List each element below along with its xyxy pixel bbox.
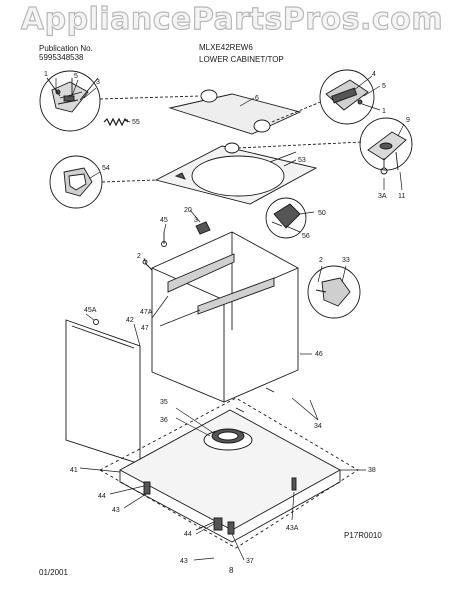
callout-45: 45 [160,217,168,224]
callout-35: 35 [160,399,168,406]
callout-5-right: 5 [382,83,386,90]
detail-circle-lid-switch [359,117,413,175]
callout-54: 54 [102,165,110,172]
callout-43A: 43A [286,525,299,532]
callout-20: 20 [184,207,192,214]
cabinet-body [151,231,299,403]
callout-46: 46 [315,351,323,358]
part-55-spring [103,117,129,127]
footer-date: 01/2001 [39,568,68,577]
leveling-feet [143,477,297,535]
callout-47A: 47A [140,309,153,316]
callout-1: 1 [44,71,48,78]
callout-43-bottom: 43 [180,558,188,565]
callout-5: 5 [74,73,78,80]
callout-50: 50 [318,210,326,217]
callout-3A: 3A [378,193,387,200]
section-title: LOWER CABINET/TOP [199,55,284,64]
part-53-cabinet-top [154,141,363,205]
callout-labels: 1 5 3 55 6 4 5 1 9 3A 11 54 53 20 3 50 5… [44,71,410,565]
callout-11: 11 [398,193,405,200]
callout-1-right: 1 [382,108,386,115]
callout-56: 56 [302,233,310,240]
callout-44-left: 44 [98,493,106,500]
model-number: MLXE42REW6 [199,43,253,52]
part-20-clip [195,221,211,235]
callout-53: 53 [298,157,306,164]
callout-33: 33 [342,257,350,264]
diagram-code: P17R0010 [344,531,382,540]
publication-label: Publication No. [39,44,93,53]
callout-4: 4 [372,71,376,78]
callout-36: 36 [160,417,168,424]
callout-2-left: 2 [137,253,141,260]
callout-3-clip: 3 [194,217,198,224]
watermark-logo: AppliancePartsPros.com [20,1,444,37]
callout-43-left: 43 [112,507,120,514]
part-38-base [99,397,359,549]
callout-38: 38 [368,467,376,474]
callout-37: 37 [246,558,254,565]
detail-circle-part-33 [307,265,361,319]
callout-2-right: 2 [319,257,323,264]
callout-41: 41 [70,467,78,474]
callout-6: 6 [255,95,259,102]
part-6-top-panel [99,89,331,135]
detail-circle-part-50 [265,197,307,239]
part-42-front-panel [65,319,141,465]
callout-3: 3 [96,79,100,86]
callout-45A: 45A [84,307,97,314]
callout-42: 42 [126,317,134,324]
callout-9: 9 [406,117,410,124]
callout-47: 47 [141,325,149,332]
leader-lines [55,75,405,561]
detail-circle-hinge [319,69,375,125]
page-number: 8 [229,566,234,575]
detail-circle-part-54 [49,155,157,209]
callout-44-bottom: 44 [184,531,192,538]
part-34-screws [235,387,275,413]
callout-55: 55 [132,119,140,126]
callout-34: 34 [314,423,322,430]
detail-circle-door-switch [39,70,101,132]
publication-number: 5995348538 [39,53,84,62]
